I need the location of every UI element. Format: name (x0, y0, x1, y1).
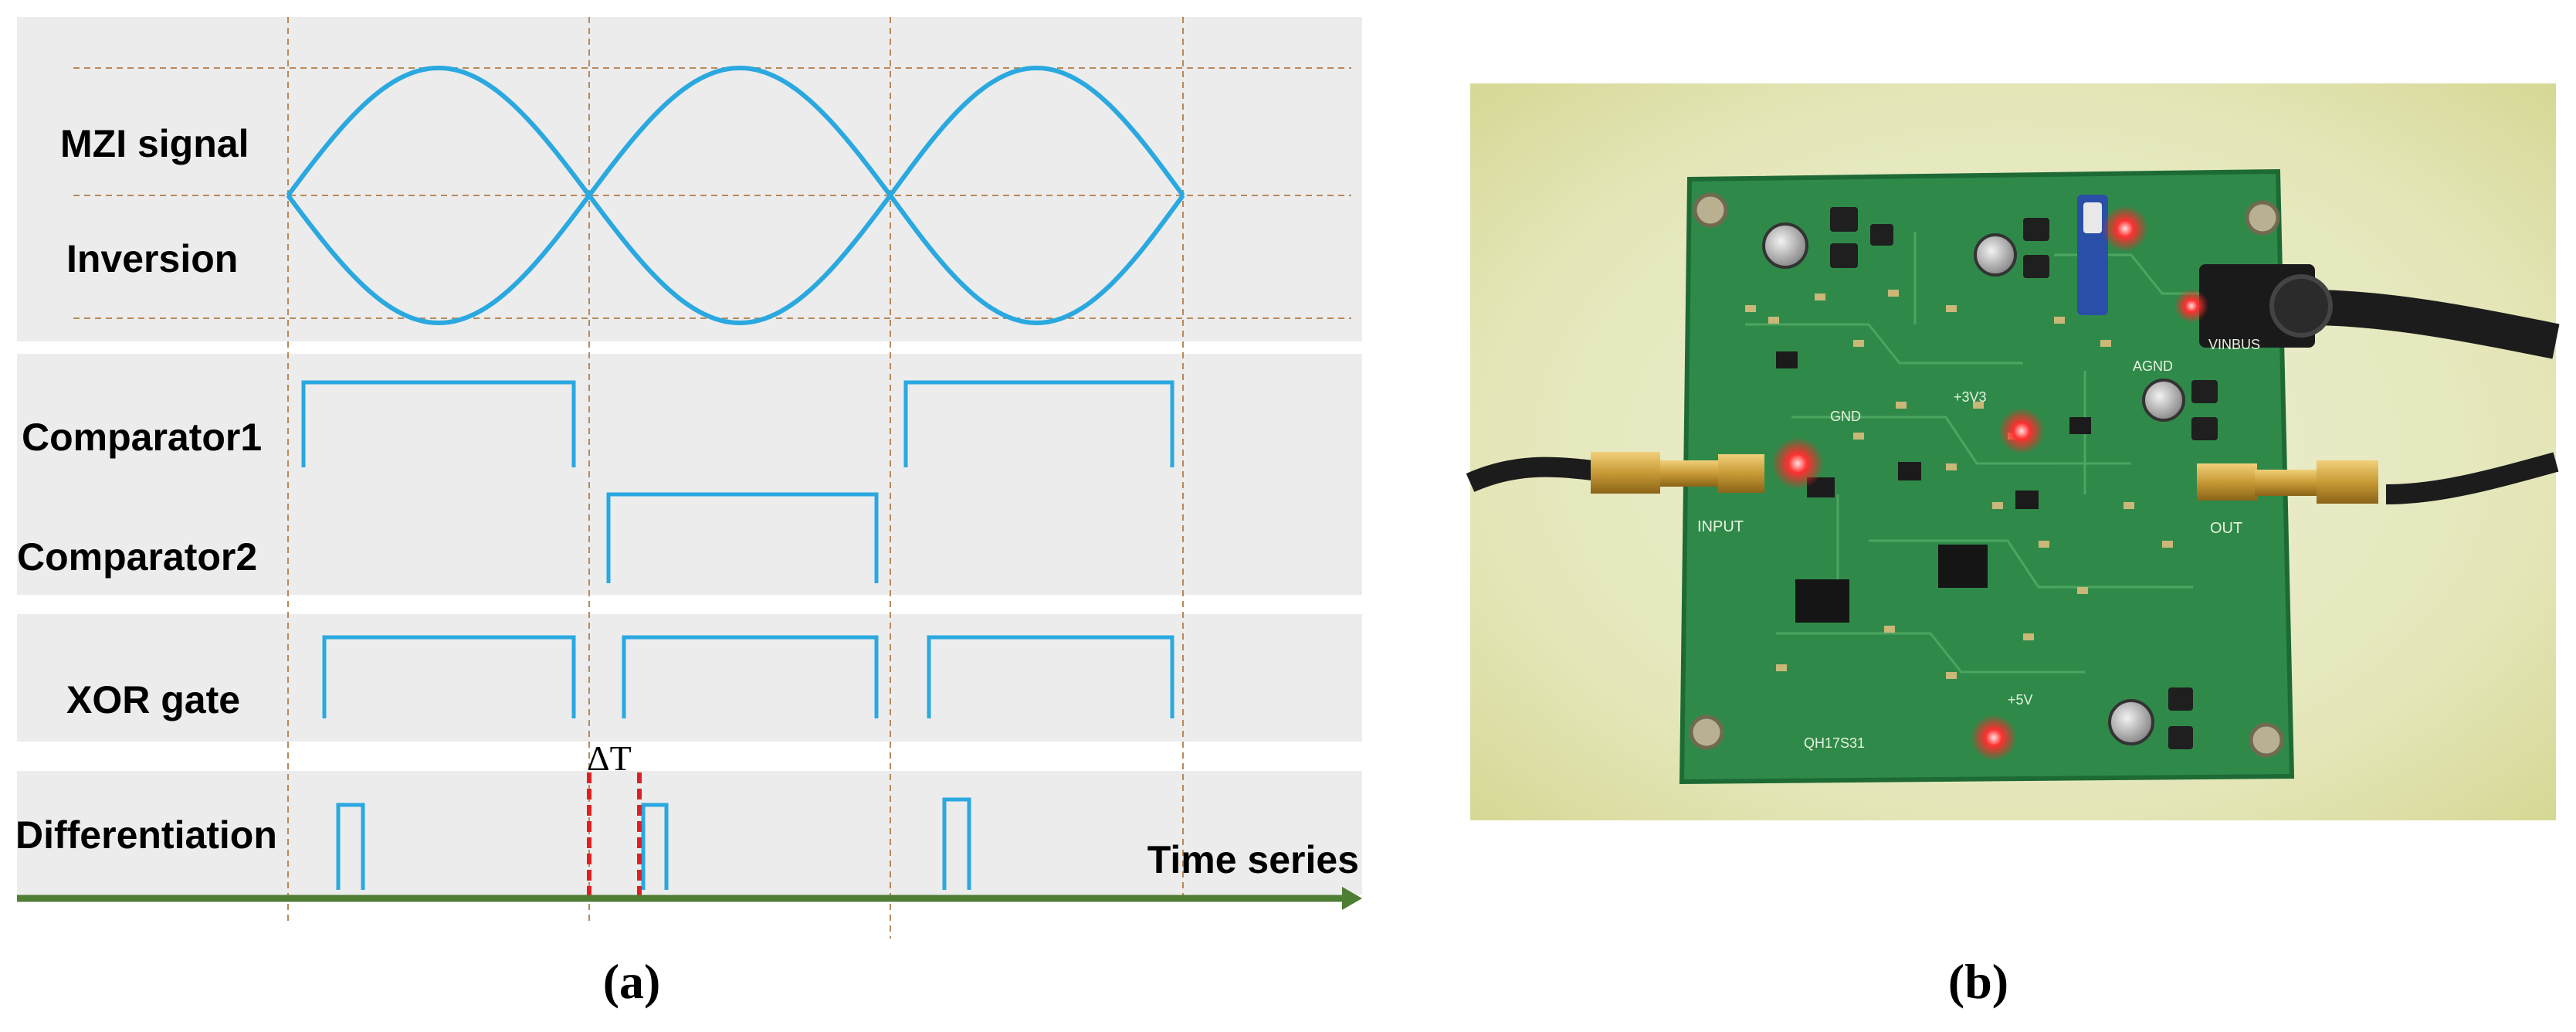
caption-b: (b) (1948, 954, 2008, 1009)
label-inversion: Inversion (66, 237, 238, 280)
label-mzi-signal: MZI signal (60, 122, 249, 165)
label-comparator1: Comparator1 (22, 416, 262, 459)
sma-connector-output (2197, 460, 2378, 504)
cable-right-top (2316, 290, 2560, 359)
ic-chips (1776, 351, 2091, 623)
inductors (1830, 207, 2218, 749)
silk-board-id: QH17S31 (1804, 735, 1865, 751)
time-axis-arrow (17, 887, 1362, 910)
label-time-series: Time series (1147, 838, 1359, 881)
comparator1-pulses (301, 380, 1174, 467)
silk-gnd: GND (1830, 409, 1861, 424)
silk-5v: +5V (2008, 692, 2033, 708)
electrolytic-capacitors (1762, 222, 2185, 745)
caption-a: (a) (603, 954, 661, 1009)
silk-3v3: +3V3 (1954, 389, 1987, 405)
cable-left (1466, 457, 1600, 492)
silk-agnd: AGND (2133, 358, 2173, 374)
inversion-curve (286, 191, 1185, 326)
label-delta-t: ΔT (587, 738, 632, 778)
mzi-signal-curve (286, 65, 1185, 200)
silk-vinbus: VINBUS (2208, 337, 2260, 352)
label-comparator2: Comparator2 (17, 535, 257, 579)
silk-out: OUT (2210, 520, 2242, 537)
mounting-holes (1689, 192, 2284, 758)
sma-connector-input (1591, 452, 1764, 494)
label-differentiation: Differentiation (15, 813, 277, 857)
timing-diagram: MZI signal Inversion Comparator1 Compara… (15, 17, 1362, 1009)
smd-components (1745, 290, 2173, 679)
band-comparators (17, 354, 1362, 595)
differentiation-pulses (336, 797, 971, 890)
delta-t-markers (587, 772, 642, 900)
cable-right-bottom (2385, 452, 2559, 504)
pcb-traces (1745, 232, 2239, 674)
band-differentiation (17, 771, 1362, 895)
pcb-photo: INPUT OUT VINBUS +3V3 GND +5V AGND QH17S… (1466, 83, 2560, 820)
led-indicators (1771, 205, 2208, 761)
xor-gate-pulses (322, 635, 1174, 718)
label-xor-gate: XOR gate (66, 678, 240, 721)
silk-input: INPUT (1697, 518, 1744, 535)
comparator2-pulses (606, 492, 879, 583)
band-mzi (17, 17, 1362, 341)
